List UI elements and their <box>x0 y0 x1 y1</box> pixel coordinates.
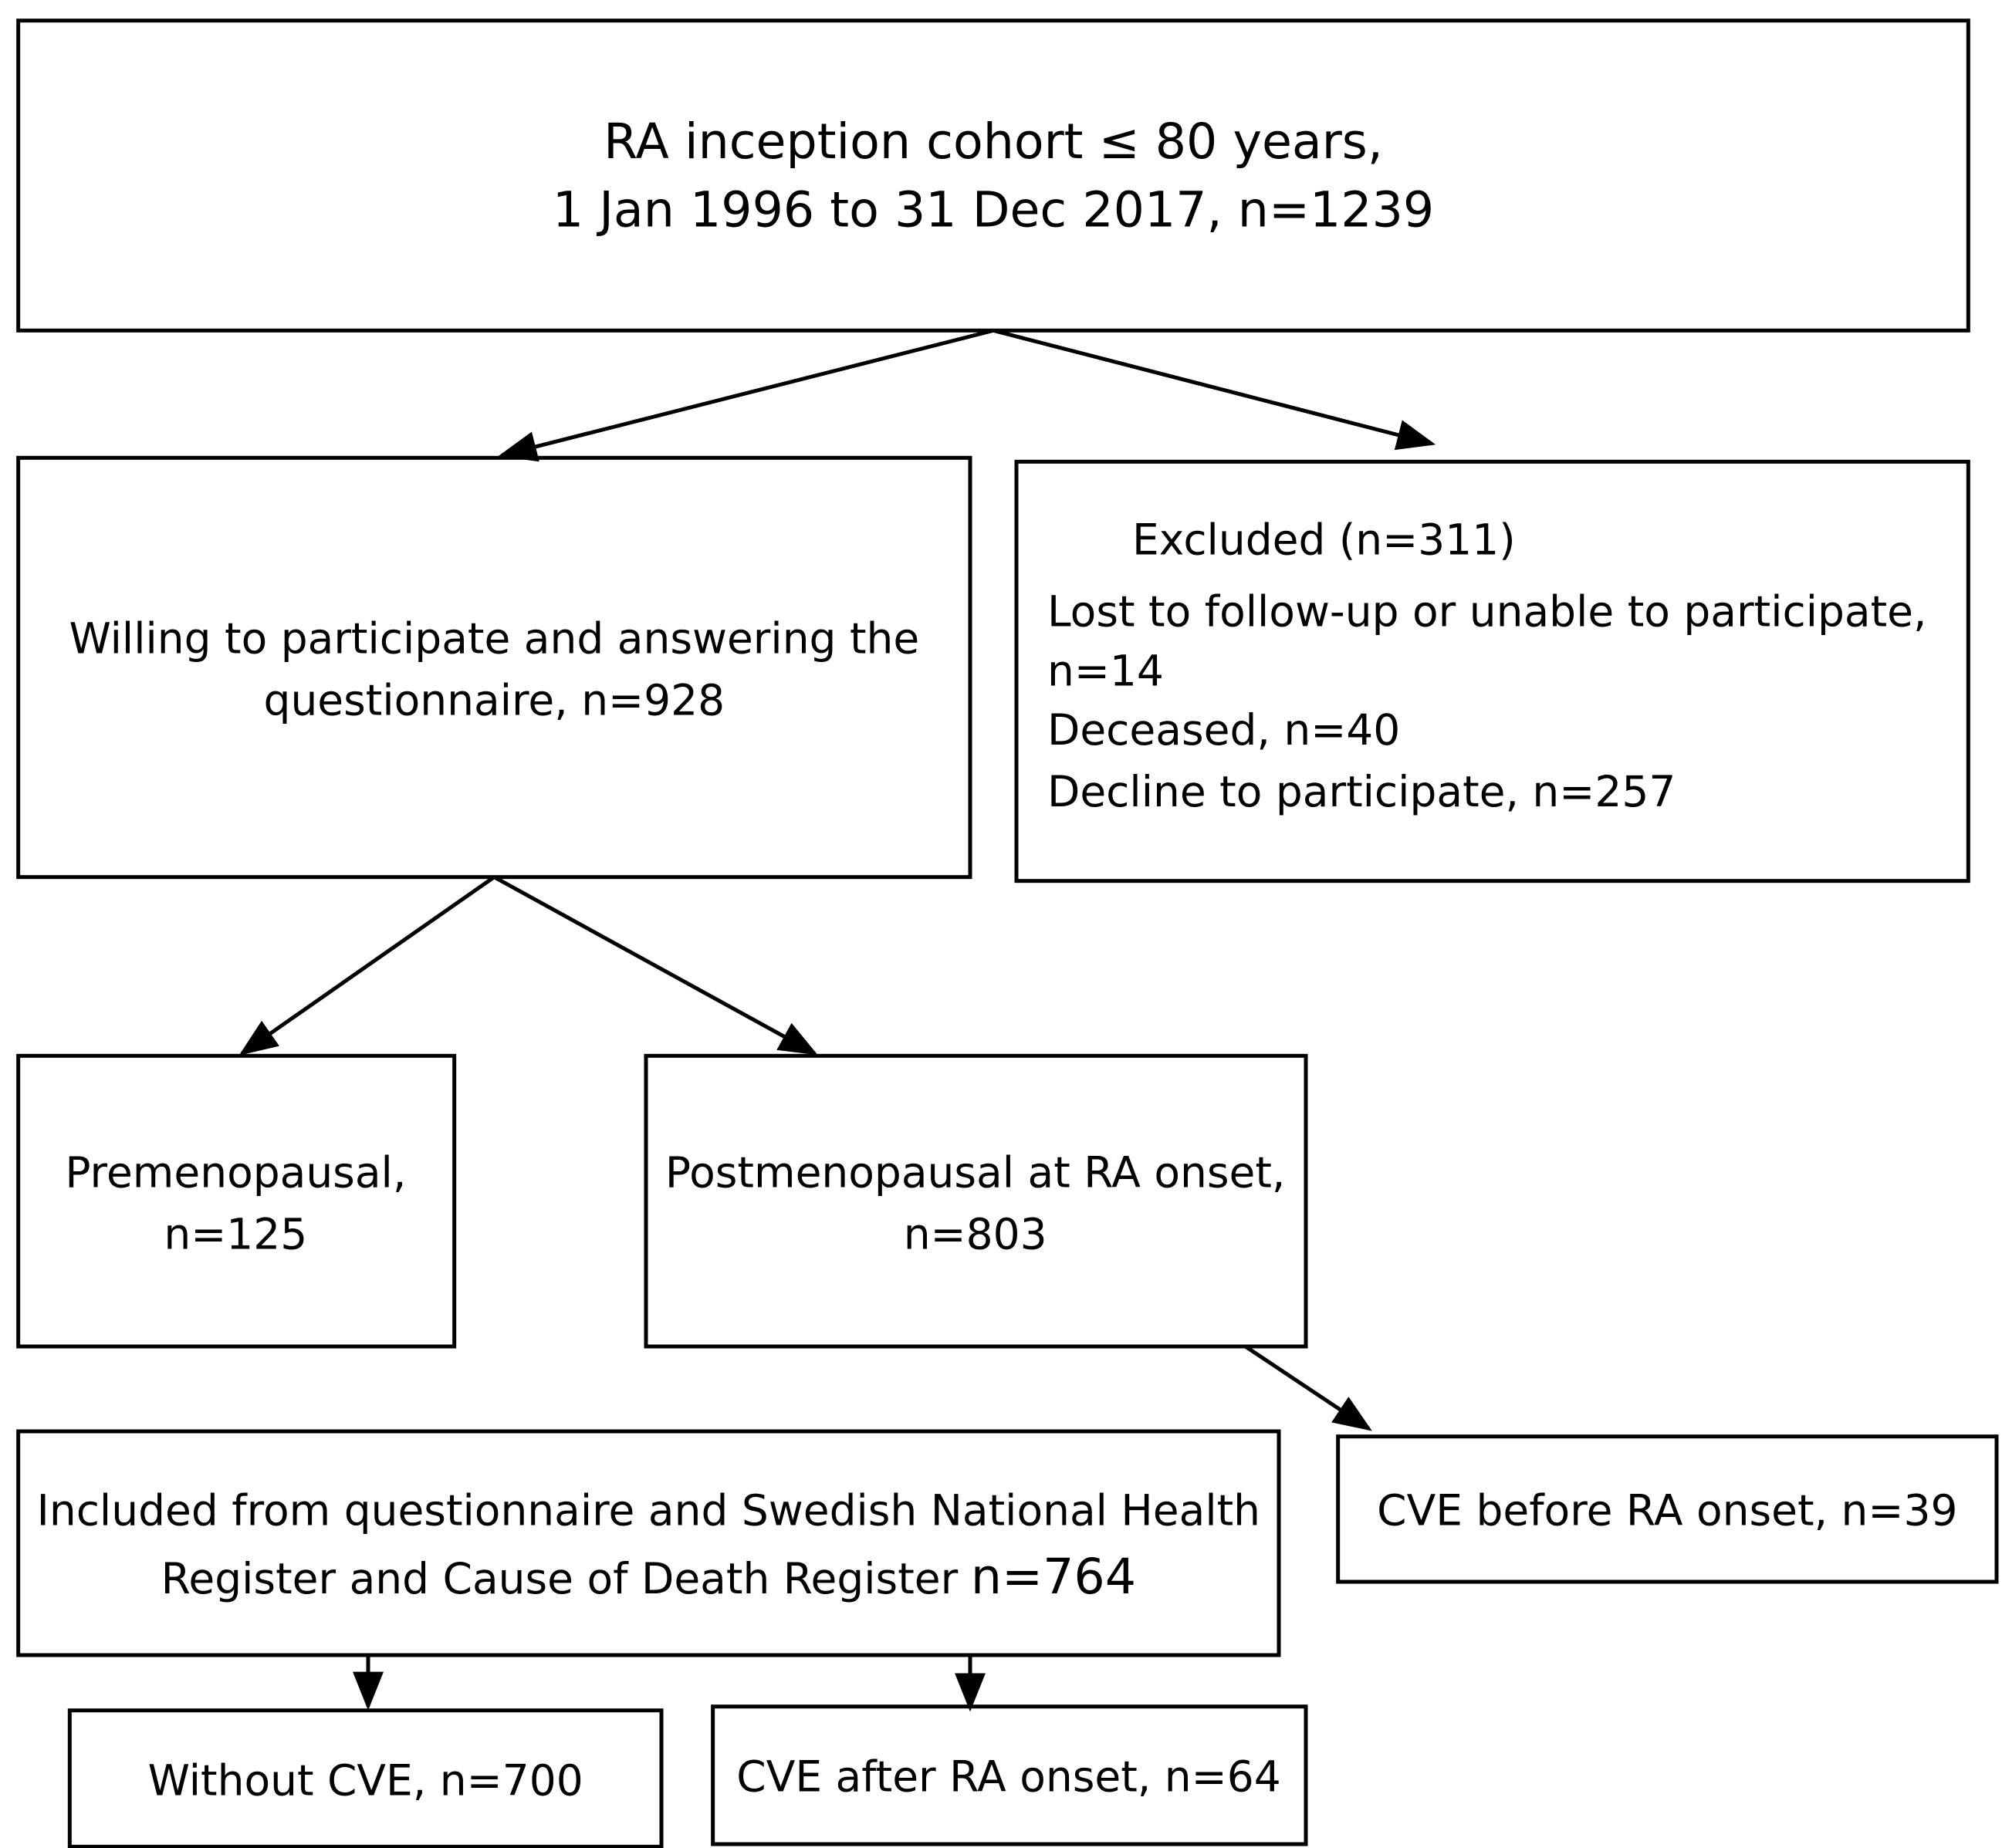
included-count: n=764 <box>971 1548 1136 1605</box>
excluded-line-3: Deceased, n=40 <box>1047 705 1400 755</box>
without-cve-label: Without CVE, n=700 <box>148 1756 583 1806</box>
postmenopausal-line-2: n=803 <box>904 1209 1047 1258</box>
arrow-cohort-excluded <box>993 328 1436 451</box>
included-line-1: Included from questionnaire and Swedish … <box>37 1486 1260 1535</box>
premenopausal-line-1: Premenopausal, <box>65 1147 406 1197</box>
node-cohort: RA inception cohort ≤ 80 years, 1 Jan 19… <box>16 19 1970 333</box>
node-cve-before: CVE before RA onset, n=39 <box>1336 1434 1999 1584</box>
node-excluded: Excluded (n=311) Lost to follow-up or un… <box>1014 459 1970 883</box>
node-cve-after: CVE after RA onset, n=64 <box>711 1704 1308 1846</box>
postmenopausal-line-1: Postmenopausal at RA onset, <box>665 1147 1285 1197</box>
premenopausal-line-2: n=125 <box>164 1209 307 1258</box>
node-postmenopausal: Postmenopausal at RA onset, n=803 <box>644 1053 1308 1349</box>
arrow-postmenopausal-cve-before <box>1244 1344 1372 1431</box>
excluded-line-2: n=14 <box>1047 646 1164 695</box>
cve-before-label: CVE before RA onset, n=39 <box>1377 1486 1957 1535</box>
cohort-line-2: 1 Jan 1996 to 31 Dec 2017, n=1239 <box>553 181 1434 238</box>
arrow-willing-premenopausal <box>238 875 495 1056</box>
node-without-cve: Without CVE, n=700 <box>67 1708 664 1848</box>
excluded-title: Excluded (n=311) <box>1132 515 1516 564</box>
cve-after-label: CVE after RA onset, n=64 <box>736 1752 1280 1802</box>
node-willing: Willing to participate and answering the… <box>16 455 972 880</box>
excluded-line-1: Lost to follow-up or unable to participa… <box>1047 587 1927 637</box>
arrow-willing-postmenopausal <box>493 875 818 1056</box>
excluded-line-4: Decline to participate, n=257 <box>1047 767 1676 816</box>
willing-line-2: questionnaire, n=928 <box>264 676 725 725</box>
willing-line-1: Willing to participate and answering the <box>69 614 919 664</box>
cohort-line-1: RA inception cohort ≤ 80 years, <box>604 113 1383 170</box>
included-line-2-text: Register and Cause of Death Register <box>161 1554 959 1603</box>
arrow-cohort-willing <box>498 328 994 462</box>
node-included: Included from questionnaire and Swedish … <box>16 1429 1281 1657</box>
node-premenopausal: Premenopausal, n=125 <box>16 1053 457 1349</box>
